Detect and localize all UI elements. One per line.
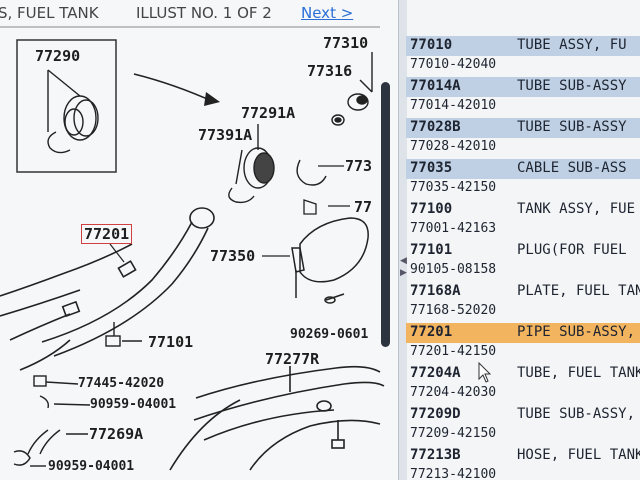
arrow-head-icon xyxy=(204,92,220,106)
callout-77445[interactable]: 77445-42020 xyxy=(78,376,165,391)
part-number: 77028B xyxy=(410,119,461,135)
parts-list-row[interactable]: 77010 TUBE ASSY, FU 77010-42040 xyxy=(406,34,640,75)
parts-list-row[interactable]: 77209D TUBE SUB-ASSY, 77209-42150 xyxy=(406,403,640,444)
part-row-main[interactable]: 77100 TANK ASSY, FUE xyxy=(406,200,640,220)
parts-list-row[interactable]: 77028B TUBE SUB-ASSY 77028-42010 xyxy=(406,116,640,157)
part-description: HOSE, FUEL TANK xyxy=(517,447,640,463)
illustration-header: S, FUEL TANK ILLUST NO. 1 OF 2 Next > xyxy=(0,4,398,26)
catalog-number: 77035-42150 xyxy=(410,180,497,195)
part-number: 77213B xyxy=(410,447,461,463)
part-description: PLUG(FOR FUEL xyxy=(517,242,627,258)
parts-list-row[interactable]: 77201 PIPE SUB-ASSY, 77201-42150 xyxy=(406,321,640,362)
part-row-main[interactable]: 77035 CABLE SUB-ASS xyxy=(406,159,640,179)
part-number: 77204A xyxy=(410,365,461,381)
callout-77391a[interactable]: 77391A xyxy=(198,126,253,144)
hose-drawing xyxy=(13,375,91,467)
part-number: 77101 xyxy=(410,242,453,258)
callout-77290[interactable]: 77290 xyxy=(35,47,81,65)
part-number: 77035 xyxy=(410,160,453,176)
inset-arrow xyxy=(133,73,215,103)
part-number: 77010 xyxy=(410,37,453,53)
part-number: 77209D xyxy=(410,406,461,422)
parts-list-row[interactable]: 77204A TUBE, FUEL TANK 77204-42030 xyxy=(406,362,640,403)
part-description: TUBE ASSY, FU xyxy=(517,37,627,53)
part-description: CABLE SUB-ASS xyxy=(517,160,627,176)
clip-parts-drawing xyxy=(331,52,373,126)
catalog-number: 77001-42163 xyxy=(410,221,497,236)
clip-drawing xyxy=(303,199,317,215)
parts-list-row[interactable]: 77101 PLUG(FOR FUEL 90105-08158 xyxy=(406,239,640,280)
catalog-number: 77201-42150 xyxy=(410,344,497,359)
catalog-number: 77010-42040 xyxy=(410,57,497,72)
callout-77310[interactable]: 77310 xyxy=(323,34,369,52)
part-row-main[interactable]: 77010 TUBE ASSY, FU xyxy=(406,36,640,56)
part-row-main[interactable]: 77168A PLATE, FUEL TAN xyxy=(406,282,640,302)
exploded-parts-diagram xyxy=(0,26,385,471)
leader-line xyxy=(109,243,125,263)
triangle-right-icon[interactable]: ▶ xyxy=(400,268,407,278)
parts-list-row[interactable]: 77100 TANK ASSY, FUE 77001-42163 xyxy=(406,198,640,239)
triangle-left-icon[interactable]: ◀ xyxy=(400,256,407,266)
mouse-pointer-icon xyxy=(478,362,492,383)
plug-drawing xyxy=(105,322,142,347)
parts-list-row[interactable]: 77168A PLATE, FUEL TAN 77168-52020 xyxy=(406,280,640,321)
part-number: 77168A xyxy=(410,283,461,299)
catalog-number: 77168-52020 xyxy=(410,303,497,318)
part-row-main[interactable]: 77201 PIPE SUB-ASSY, xyxy=(406,323,640,343)
parts-list-row[interactable]: 77213B HOSE, FUEL TANK 77213-42100 xyxy=(406,444,640,480)
fuel-tank-drawing xyxy=(169,365,385,471)
catalog-number: 77014-42010 xyxy=(410,98,497,113)
fuel-door-drawing xyxy=(291,217,369,304)
inset-grommet-drawing xyxy=(47,69,99,154)
part-row-main[interactable]: 77209D TUBE SUB-ASSY, xyxy=(406,405,640,425)
next-illustration-link[interactable]: Next > xyxy=(301,4,354,22)
catalog-number: 77213-42100 xyxy=(410,467,497,480)
part-description: TUBE, FUEL TANK xyxy=(517,365,640,381)
illustration-scrollbar[interactable] xyxy=(378,30,396,347)
part-description: PIPE SUB-ASSY, xyxy=(517,324,636,340)
parts-list-row[interactable]: 77014A TUBE SUB-ASSY 77014-42010 xyxy=(406,75,640,116)
parts-list: 77010 TUBE ASSY, FU 77010-42040 77014A TUBE … xyxy=(406,34,640,480)
catalog-number: 77209-42150 xyxy=(410,426,497,441)
part-description: PLATE, FUEL TAN xyxy=(517,283,640,299)
part-row-main[interactable]: 77101 PLUG(FOR FUEL xyxy=(406,241,640,261)
callout-90959-a[interactable]: 90959-04001 xyxy=(90,397,177,412)
part-description: TUBE SUB-ASSY, xyxy=(517,406,636,422)
callout-77291a[interactable]: 77291A xyxy=(241,104,296,122)
parts-list-row[interactable]: 77035 CABLE SUB-ASS 77035-42150 xyxy=(406,157,640,198)
part-description: TANK ASSY, FUE xyxy=(517,201,636,217)
section-title: S, FUEL TANK xyxy=(0,4,99,22)
callout-90269[interactable]: 90269-0601 xyxy=(290,327,369,342)
callout-77101[interactable]: 77101 xyxy=(148,333,194,351)
inset-frame xyxy=(16,39,117,173)
catalog-number: 77028-42010 xyxy=(410,139,497,154)
illustration-pane: S, FUEL TANK ILLUST NO. 1 OF 2 Next > xyxy=(0,4,398,474)
callout-77316[interactable]: 77316 xyxy=(307,62,353,80)
callout-77350[interactable]: 77350 xyxy=(210,247,256,265)
callout-773[interactable]: 773 xyxy=(345,157,373,175)
part-description: TUBE SUB-ASSY xyxy=(517,78,627,94)
callout-77277r[interactable]: 77277R xyxy=(265,350,320,368)
part-row-main[interactable]: 77014A TUBE SUB-ASSY xyxy=(406,77,640,97)
part-description: TUBE SUB-ASSY xyxy=(517,119,627,135)
callout-77201-highlighted[interactable]: 77201 xyxy=(81,224,133,244)
scrollbar-thumb[interactable] xyxy=(381,82,390,347)
part-row-main[interactable]: 77204A TUBE, FUEL TANK xyxy=(406,364,640,384)
callout-77269a[interactable]: 77269A xyxy=(89,425,144,443)
catalog-number: 77204-42030 xyxy=(410,385,497,400)
grommet-drawing xyxy=(228,124,327,204)
part-row-main[interactable]: 77213B HOSE, FUEL TANK xyxy=(406,446,640,466)
callout-90959-b[interactable]: 90959-04001 xyxy=(48,459,135,474)
part-row-main[interactable]: 77028B TUBE SUB-ASSY xyxy=(406,118,640,138)
catalog-number: 90105-08158 xyxy=(410,262,497,277)
part-number: 77201 xyxy=(410,324,453,340)
part-number: 77100 xyxy=(410,201,453,217)
part-number: 77014A xyxy=(410,78,461,94)
pane-splitter[interactable]: ◀ ▶ xyxy=(398,0,407,480)
filler-pipe-drawing xyxy=(0,207,215,371)
callout-77[interactable]: 77 xyxy=(354,198,373,216)
illustration-counter: ILLUST NO. 1 OF 2 xyxy=(136,4,272,22)
